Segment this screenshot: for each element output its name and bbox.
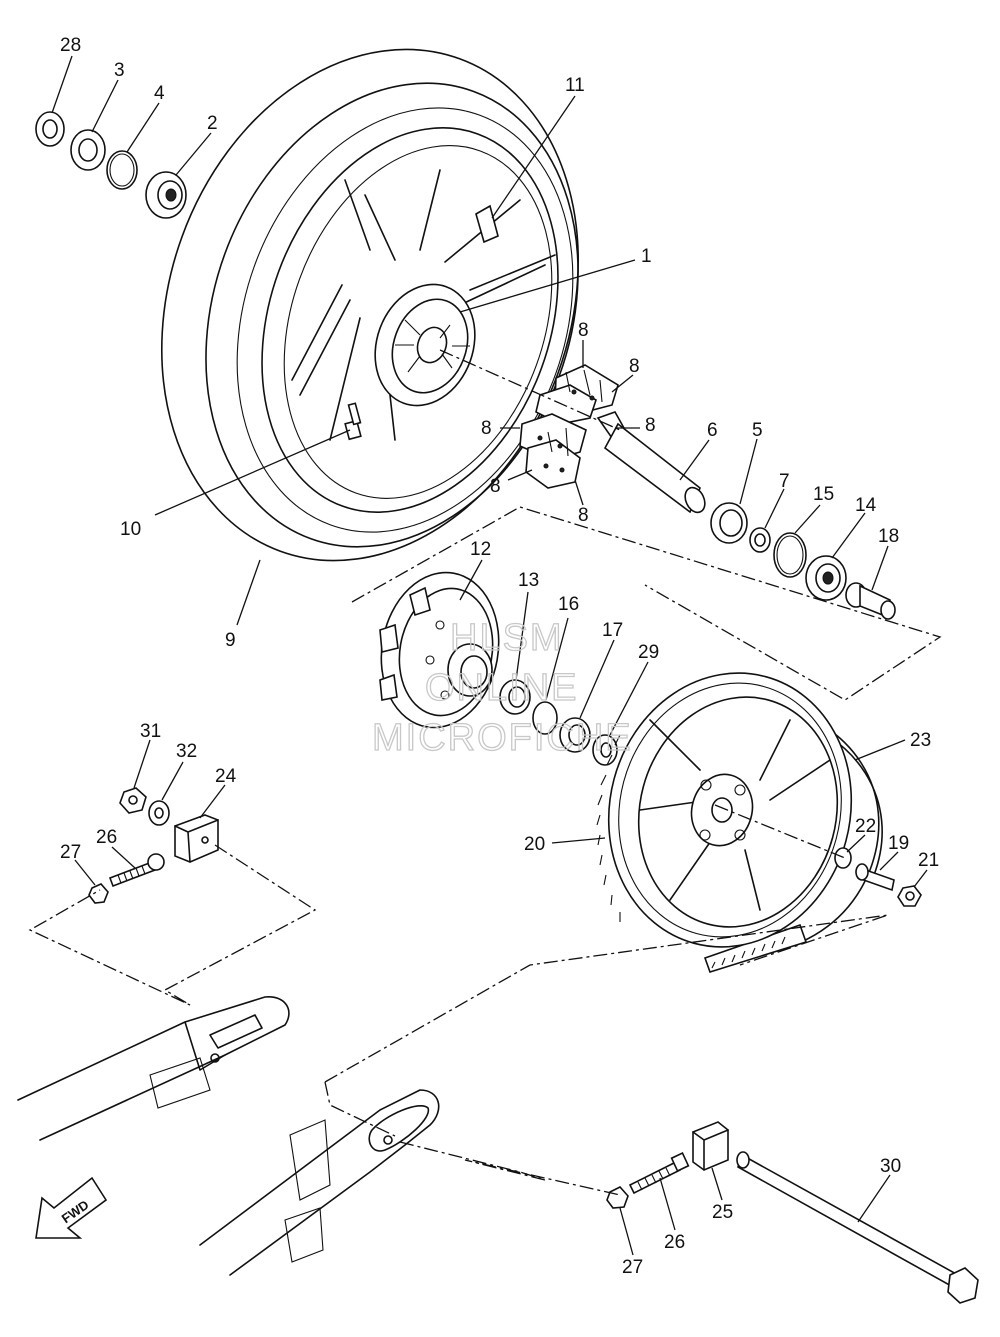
callout-8d: 8 [645,415,656,436]
watermark-line-1: HLSM [450,617,564,659]
callout-24: 24 [215,766,237,787]
washer-7[interactable] [749,527,771,553]
collar-18[interactable] [845,582,896,620]
damper-set-8[interactable] [519,364,626,489]
callout-26-right: 26 [664,1232,685,1253]
spacer-5[interactable] [710,502,748,544]
callout-4: 4 [154,83,165,104]
callout-15: 15 [813,484,834,505]
bearing-13[interactable] [499,679,531,715]
callout-18: 18 [878,526,899,547]
bolt-26-left[interactable] [108,853,165,888]
callout-7: 7 [779,471,790,492]
callout-8e: 8 [490,476,501,497]
callout-19: 19 [888,833,909,854]
callout-28: 28 [60,35,81,56]
callout-8b: 8 [629,356,640,377]
tire-valve[interactable] [344,402,362,441]
callout-29: 29 [638,642,659,663]
leader-lines [51,55,928,1256]
forward-direction-indicator: FWD [35,1176,108,1239]
swingarm[interactable] [17,996,440,1276]
rear-axle-30[interactable] [736,1151,979,1304]
bolt-19[interactable] [855,863,895,892]
callout-21: 21 [918,850,939,871]
washer-32[interactable] [148,800,170,826]
watermark-line-3: MICROFICHE [372,717,633,759]
rear-wheel-assembly[interactable] [92,0,647,620]
callout-14: 14 [855,495,877,516]
callout-11: 11 [565,75,585,96]
callout-22: 22 [855,816,876,837]
bearing-14[interactable] [805,555,847,601]
bearing-2[interactable] [145,171,187,219]
nut-27-right[interactable] [606,1186,629,1209]
collar-6[interactable] [603,422,709,516]
callout-labels: 28 3 4 2 11 1 8 8 8 8 8 8 6 5 7 15 14 18… [60,35,939,1278]
adjuster-24[interactable] [174,814,219,863]
adjuster-25[interactable] [692,1121,729,1171]
callout-13: 13 [518,570,539,591]
nut-21[interactable] [897,885,922,907]
oil-seal-17[interactable] [559,717,591,753]
callout-10: 10 [120,519,141,540]
callout-27-right: 27 [622,1257,643,1278]
callout-23: 23 [910,730,931,751]
nut-27-left[interactable] [88,883,109,904]
callout-8a: 8 [578,320,589,341]
callout-9: 9 [225,630,236,651]
callout-26-left: 26 [96,827,117,848]
washer-22[interactable] [834,847,852,869]
callout-1: 1 [641,246,652,267]
callout-25: 25 [712,1202,733,1223]
callout-5: 5 [752,420,763,441]
callout-3: 3 [114,60,125,81]
oil-seal-3[interactable] [70,129,106,171]
bolt-26-right[interactable] [628,1152,690,1195]
assembly-guide-lines [28,349,942,1196]
callout-6: 6 [707,420,718,441]
callout-8c: 8 [481,418,492,439]
nut-31[interactable] [119,787,147,814]
callout-30: 30 [880,1156,901,1177]
clutch-hub-12[interactable] [369,563,510,737]
callout-27-left: 27 [60,842,81,863]
watermark-line-2: ONLINE [425,667,578,709]
circlip-4[interactable] [106,150,138,190]
watermark: HLSM ONLINE MICROFICHE [371,616,633,759]
callout-20: 20 [524,834,545,855]
circlip-16[interactable] [532,701,558,735]
rear-pulley-20[interactable] [578,646,881,975]
circlip-15[interactable] [773,532,807,578]
left-oil-seal-28[interactable] [35,111,65,147]
balance-weight[interactable] [475,204,499,244]
callout-32: 32 [176,741,197,762]
callout-12: 12 [470,539,491,560]
callout-2: 2 [207,113,218,134]
callout-8f: 8 [578,505,589,526]
callout-16: 16 [558,594,579,615]
callout-17: 17 [602,620,623,641]
callout-31: 31 [140,721,161,742]
